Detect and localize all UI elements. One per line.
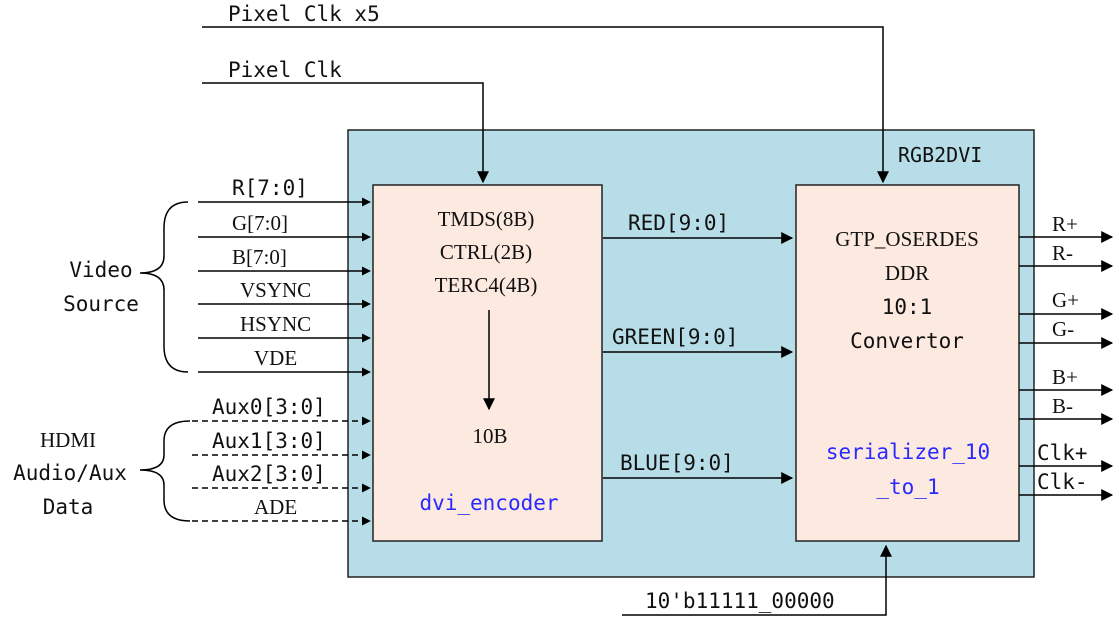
hdmi-aux-label: Audio/Aux — [13, 461, 127, 485]
pixel-clk-label: Pixel Clk — [228, 58, 342, 82]
hdmi-aux-label: Data — [43, 495, 94, 519]
output-label: B+ — [1052, 365, 1078, 389]
channel-label: BLUE[9:0] — [620, 451, 734, 475]
output-lines — [1019, 231, 1114, 501]
output-label: R- — [1052, 241, 1073, 265]
channel-lines — [603, 232, 794, 484]
output-label: B- — [1052, 394, 1073, 418]
hdmi-aux-label: HDMI — [40, 428, 96, 452]
serdes-pattern-line — [622, 544, 892, 616]
video-input-label: VSYNC — [240, 278, 311, 302]
output-label: G+ — [1052, 288, 1079, 312]
encoder-output-text: 10B — [472, 424, 507, 448]
output-label: R+ — [1052, 212, 1078, 236]
video-input-label: B[7:0] — [232, 245, 287, 269]
module-label: RGB2DVI — [898, 143, 982, 167]
aux-input-label: ADE — [254, 495, 297, 519]
channel-label: GREEN[9:0] — [612, 325, 738, 349]
pixel-clk-x5-label: Pixel Clk x5 — [228, 2, 380, 26]
channel-label: RED[9:0] — [628, 211, 729, 235]
encoder-mode-text: TMDS(8B) — [438, 207, 535, 231]
video-input-label: G[7:0] — [232, 211, 288, 235]
serializer-instance-label: _to_1 — [876, 475, 939, 499]
serializer-block — [795, 184, 1020, 542]
pixel-clk-x5-line — [202, 26, 889, 184]
serializer-title: GTP_OSERDES — [835, 227, 979, 251]
aux-input-label: Aux0[3:0] — [212, 395, 326, 419]
video-input-label: HSYNC — [240, 312, 311, 336]
serdes-pattern-label: 10'b11111_00000 — [645, 589, 835, 613]
encoder-mode-text: CTRL(2B) — [440, 240, 532, 264]
pixel-clk-line — [202, 82, 489, 184]
serializer-text: 10:1 — [882, 295, 933, 319]
encoder-instance-label: dvi_encoder — [419, 491, 558, 515]
output-label: Clk- — [1037, 470, 1088, 494]
encoder-mode-text: TERC4(4B) — [435, 273, 538, 297]
aux-input-label: Aux2[3:0] — [212, 462, 326, 486]
dvi-encoder-block — [372, 184, 603, 542]
serializer-text: Convertor — [850, 329, 964, 353]
video-source-brace — [139, 201, 189, 373]
serializer-instance-label: serializer_10 — [826, 440, 990, 464]
video-input-label: VDE — [254, 346, 297, 370]
video-source-label: Source — [63, 292, 139, 316]
serializer-text: DDR — [885, 261, 929, 285]
video-input-lines — [198, 197, 371, 377]
hdmi-aux-brace — [139, 420, 191, 522]
output-label: Clk+ — [1037, 441, 1088, 465]
video-source-label: Video — [69, 258, 132, 282]
aux-input-label: Aux1[3:0] — [212, 429, 326, 453]
output-label: G- — [1052, 317, 1074, 341]
video-input-label: R[7:0] — [232, 176, 308, 200]
